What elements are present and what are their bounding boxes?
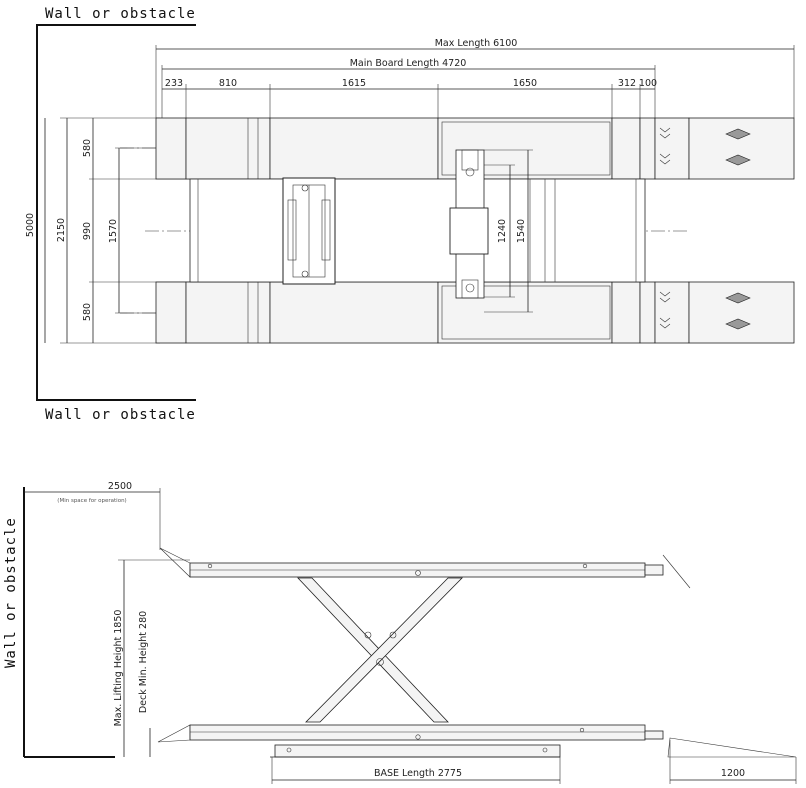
seg-312-label: 312 (618, 78, 636, 89)
clearance-2500-label: 2500 (108, 481, 132, 492)
runway-top (155, 117, 795, 180)
base-bolt (542, 747, 548, 753)
seg-810-label: 810 (219, 78, 237, 89)
base-length-label: BASE Length 2775 (374, 768, 462, 779)
deck-min-height-label: Deck Min. Height 280 (138, 611, 149, 713)
main-board-length-label: Main Board Length 4720 (350, 58, 467, 69)
width-1570-label: 1570 (108, 219, 119, 243)
center-frame (189, 178, 646, 283)
ramp-1200-label: 1200 (721, 768, 745, 779)
front-jack (282, 177, 336, 285)
ramp (667, 737, 797, 758)
side-view: Wall or obstacle 2500 (Min space for ope… (3, 481, 797, 784)
segment-ticks (185, 84, 641, 118)
top-view: Wall or obstacle Wall or obstacle Max Le… (25, 6, 795, 423)
max-lifting-height-label: Max. Lifting Height 1850 (113, 610, 124, 727)
max-length-label: Max Length 6100 (435, 38, 518, 49)
base-frame (274, 744, 561, 758)
seg-1615-label: 1615 (342, 78, 366, 89)
side-580-top-label: 580 (82, 139, 93, 157)
height-2150-label: 2150 (56, 218, 67, 242)
seg-233-label: 233 (165, 78, 183, 89)
width-1240-label: 1240 (497, 219, 508, 243)
seg-100-label: 100 (639, 78, 657, 89)
mid-990-label: 990 (82, 222, 93, 240)
wall-mid-label: Wall or obstacle (45, 407, 196, 423)
wall-side-label: Wall or obstacle (3, 517, 19, 668)
wall-top-label: Wall or obstacle (45, 6, 196, 22)
width-1540-label: 1540 (516, 219, 527, 243)
seg-1650-label: 1650 (513, 78, 537, 89)
upper-platform (159, 547, 691, 589)
scissor-arms (297, 577, 463, 723)
side-580-bottom-label: 580 (82, 303, 93, 321)
base-bolt (286, 747, 292, 753)
rear-jack (449, 149, 489, 299)
clearance-note: (Min space for operation) (57, 498, 126, 504)
lower-platform (157, 724, 664, 743)
height-5000-label: 5000 (25, 213, 36, 237)
